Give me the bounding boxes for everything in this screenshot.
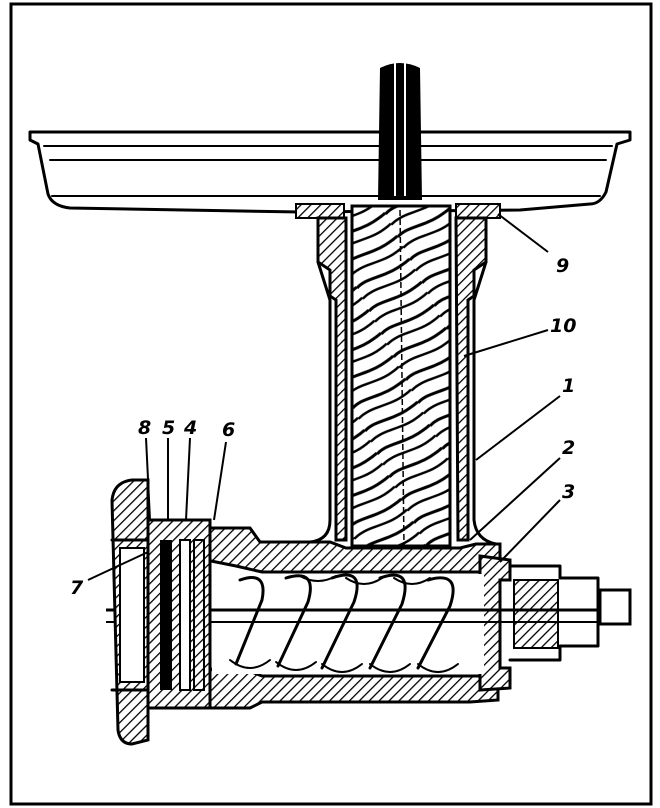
callout-1: 1 xyxy=(562,375,575,397)
frame-border xyxy=(9,2,653,806)
callout-9: 9 xyxy=(556,255,569,277)
pusher xyxy=(350,60,452,548)
callout-7: 7 xyxy=(70,577,84,599)
callout-5: 5 xyxy=(162,417,175,439)
callout-labels: 1 2 3 4 5 6 7 8 9 10 xyxy=(70,255,576,599)
leader-lines xyxy=(87,213,561,581)
cutting-assembly xyxy=(110,478,212,746)
callout-6: 6 xyxy=(222,419,235,441)
housing-neck xyxy=(308,216,498,546)
callout-4: 4 xyxy=(183,417,197,439)
feed-tray xyxy=(28,130,632,219)
callout-10: 10 xyxy=(550,315,576,337)
callout-3: 3 xyxy=(562,481,575,503)
callout-8: 8 xyxy=(138,417,151,439)
callout-2: 2 xyxy=(562,437,575,459)
